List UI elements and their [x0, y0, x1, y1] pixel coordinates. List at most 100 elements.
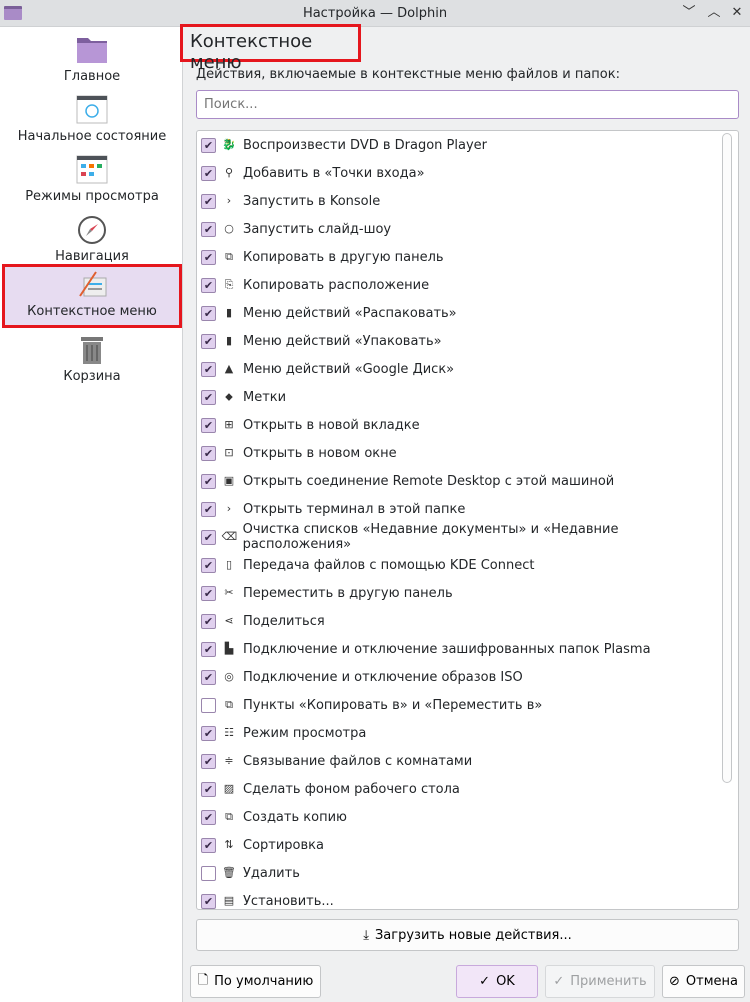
action-label: Воспроизвести DVD в Dragon Player — [243, 137, 488, 153]
action-item[interactable]: ✔⚲Добавить в «Точки входа» — [201, 159, 716, 187]
action-icon: ⌫ — [221, 530, 238, 543]
action-label: Запустить слайд-шоу — [243, 221, 392, 237]
checkbox[interactable]: ✔ — [201, 781, 216, 797]
action-item[interactable]: ✔⬥Метки — [201, 383, 716, 411]
cancel-button[interactable]: ⊘Отмена — [662, 965, 745, 998]
action-label: Передача файлов с помощью KDE Connect — [243, 557, 535, 573]
defaults-button[interactable]: 🗋По умолчанию — [190, 965, 321, 998]
checkbox[interactable]: ✔ — [201, 557, 216, 573]
action-icon: 🗑 — [222, 866, 236, 879]
checkbox[interactable]: ✔ — [201, 249, 216, 265]
checkbox[interactable] — [201, 865, 216, 881]
checkbox[interactable] — [201, 697, 216, 713]
button-label: Загрузить новые действия... — [374, 927, 572, 943]
action-item[interactable]: ✔▮Меню действий «Распаковать» — [201, 299, 716, 327]
sidebar-item-startup[interactable]: Начальное состояние — [2, 91, 182, 151]
action-item[interactable]: ✔⇅Сортировка — [201, 831, 716, 859]
checkbox[interactable]: ✔ — [201, 417, 216, 433]
checkbox[interactable]: ✔ — [201, 641, 216, 657]
action-item[interactable]: ✔▣Открыть соединение Remote Desktop с эт… — [201, 467, 716, 495]
action-item[interactable]: ✔ ⌫ Очистка списков «Недавние документы» и… — [201, 522, 716, 552]
action-item[interactable]: ✔▲Меню действий «Google Диск» — [201, 355, 716, 383]
minimize-button[interactable]: ﹀ — [682, 5, 696, 20]
apply-button[interactable]: ✓Применить — [545, 965, 655, 998]
action-item[interactable]: ✔⋖Поделиться — [201, 607, 716, 635]
sidebar-item-view-modes[interactable]: Режимы просмотра — [2, 151, 182, 211]
checkbox[interactable]: ✔ — [201, 725, 216, 741]
action-item[interactable]: ✔🐉Воспроизвести DVD в Dragon Player — [201, 131, 716, 159]
checkbox[interactable]: ✔ — [201, 669, 216, 685]
sidebar-item-label: Главное — [63, 69, 121, 84]
download-new-actions-button[interactable]: ⤓Загрузить новые действия... — [196, 919, 739, 951]
scrollbar-thumb[interactable] — [722, 133, 732, 783]
checkbox[interactable]: ✔ — [201, 137, 216, 153]
action-item[interactable]: 🗑Удалить — [201, 859, 716, 887]
page-title: Контекстное меню — [180, 24, 361, 73]
action-label: Сортировка — [243, 837, 324, 853]
context-menu-icon — [79, 271, 107, 297]
checkbox[interactable]: ✔ — [201, 473, 216, 489]
action-icon: ▮ — [225, 334, 233, 347]
sidebar-item-label: Корзина — [63, 369, 121, 384]
action-item[interactable]: ✔≑Связывание файлов с комнатами — [201, 747, 716, 775]
action-item[interactable]: ✔▙Подключение и отключение зашифрованных… — [201, 635, 716, 663]
action-item[interactable]: ✔▮Меню действий «Упаковать» — [201, 327, 716, 355]
checkbox[interactable]: ✔ — [201, 305, 216, 321]
checkbox[interactable]: ✔ — [201, 585, 216, 601]
action-icon: › — [226, 502, 232, 515]
checkbox[interactable]: ✔ — [201, 193, 216, 209]
action-item[interactable]: ✔›Открыть терминал в этой папке — [201, 495, 716, 523]
sidebar-item-general[interactable]: Главное — [2, 31, 182, 91]
maximize-button[interactable]: ︿ — [707, 5, 721, 20]
sidebar-item-navigation[interactable]: Навигация — [2, 211, 182, 271]
action-item[interactable]: ⧉Пункты «Копировать в» и «Переместить в» — [201, 691, 716, 719]
action-item[interactable]: ✔⧉Копировать в другую панель — [201, 243, 716, 271]
checkbox[interactable]: ✔ — [201, 837, 216, 853]
settings-sidebar: Главное Начальное состояние Режимы просм… — [0, 27, 183, 1002]
action-icon: ▣ — [223, 474, 235, 487]
checkbox[interactable]: ✔ — [201, 165, 216, 181]
action-item[interactable]: ✔⊞Открыть в новой вкладке — [201, 411, 716, 439]
action-item[interactable]: ✔›Запустить в Konsole — [201, 187, 716, 215]
checkbox[interactable]: ✔ — [201, 333, 216, 349]
action-icon: ▙ — [224, 642, 234, 655]
checkbox[interactable]: ✔ — [201, 529, 216, 545]
search-input[interactable] — [196, 90, 739, 119]
checkbox[interactable]: ✔ — [201, 613, 216, 629]
action-item[interactable]: ✔◎Подключение и отключение образов ISO — [201, 663, 716, 691]
action-item[interactable]: ✔⎘Копировать расположение — [201, 271, 716, 299]
checkbox[interactable]: ✔ — [201, 277, 216, 293]
action-label: Пункты «Копировать в» и «Переместить в» — [243, 697, 543, 713]
checkbox[interactable]: ✔ — [201, 221, 216, 237]
action-item[interactable]: ✔⊡Открыть в новом окне — [201, 439, 716, 467]
description-label: Действия, включаемые в контекстные меню … — [196, 67, 620, 82]
checkbox[interactable]: ✔ — [201, 445, 216, 461]
action-item[interactable]: ✔▤Установить... — [201, 887, 716, 909]
action-icon: ⚲ — [224, 166, 234, 179]
action-label: Меню действий «Google Диск» — [243, 361, 455, 377]
checkbox[interactable]: ✔ — [201, 389, 216, 405]
action-item[interactable]: ✔✂Переместить в другую панель — [201, 579, 716, 607]
action-item[interactable]: ✔▯Передача файлов с помощью KDE Connect — [201, 551, 716, 579]
button-label: OK — [496, 974, 515, 989]
sidebar-item-trash[interactable]: Корзина — [2, 331, 182, 391]
trash-icon — [81, 337, 103, 364]
checkbox[interactable]: ✔ — [201, 753, 216, 769]
action-label: Копировать расположение — [243, 277, 430, 293]
ok-button[interactable]: ✓OK — [456, 965, 538, 998]
action-label: Поделиться — [243, 613, 325, 629]
action-item[interactable]: ✔☷Режим просмотра — [201, 719, 716, 747]
close-button[interactable]: ✕ — [731, 5, 743, 20]
checkbox[interactable]: ✔ — [201, 501, 216, 517]
action-item[interactable]: ✔⧉Создать копию — [201, 803, 716, 831]
sidebar-item-context-menu[interactable]: Контекстное меню — [2, 264, 182, 328]
action-item[interactable]: ✔▨Сделать фоном рабочего стола — [201, 775, 716, 803]
checkbox[interactable]: ✔ — [201, 893, 216, 909]
checkbox[interactable]: ✔ — [201, 361, 216, 377]
action-item[interactable]: ✔○Запустить слайд-шоу — [201, 215, 716, 243]
window-icon — [76, 95, 108, 124]
scrollbar[interactable] — [722, 133, 734, 907]
action-label: Очистка списков «Недавние документы» и «… — [242, 522, 619, 552]
action-icon: ⧉ — [225, 250, 233, 263]
checkbox[interactable]: ✔ — [201, 809, 216, 825]
